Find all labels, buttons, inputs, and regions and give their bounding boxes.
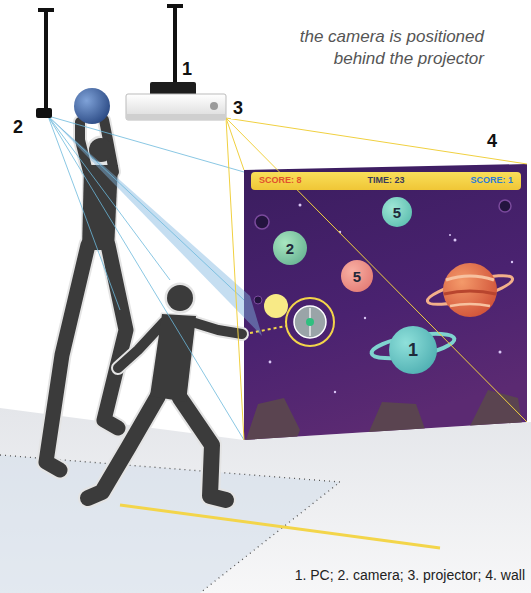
projector-ray: [226, 118, 244, 440]
leg: [104, 245, 126, 428]
rock: [246, 398, 300, 440]
target-center: [306, 318, 314, 326]
projector-rays: [226, 118, 527, 440]
camera-pole: [44, 10, 48, 110]
leg-outline: [180, 398, 226, 500]
score-bar: SCORE: 8 TIME: 23 SCORE: 1: [251, 172, 521, 190]
leg-outline: [46, 245, 88, 470]
caption: 1. PC; 2. camera; 3. projector; 4. wall: [295, 567, 525, 584]
score-text: SCORE: 8: [259, 176, 302, 186]
arm: [192, 322, 242, 334]
star: [269, 361, 272, 364]
rock: [368, 402, 426, 434]
projector-base: [126, 114, 226, 120]
leg: [46, 245, 88, 470]
star: [449, 234, 451, 236]
projector-pole: [173, 6, 177, 84]
callout-number: 3: [231, 99, 245, 119]
small-planet: [255, 215, 269, 229]
star: [334, 391, 336, 393]
torso: [150, 314, 196, 402]
ringed-planet: [443, 263, 497, 317]
player-left: [46, 88, 126, 470]
planet-target: 5: [382, 197, 412, 227]
small-planet: [499, 200, 511, 212]
projector: [126, 94, 226, 120]
camera-beam: [48, 116, 262, 336]
projector-ray: [226, 118, 527, 164]
leg-outline: [88, 396, 158, 498]
star: [299, 204, 302, 207]
target-ring: [286, 298, 334, 346]
light-ball: [264, 294, 288, 318]
star: [364, 317, 366, 319]
projector-lens: [210, 102, 218, 110]
rock: [470, 390, 522, 426]
planet-stripe: [450, 304, 490, 306]
camera-ray: [48, 116, 244, 440]
score-text: SCORE: 1: [470, 176, 513, 186]
camera-ray: [48, 116, 120, 310]
ball: [74, 88, 110, 124]
planet-number: 5: [393, 205, 401, 220]
camera: [36, 108, 52, 118]
timer-text: TIME: 23: [367, 176, 404, 186]
camera-ray: [48, 116, 244, 300]
note-text: the camera is positioned behind the proj…: [262, 26, 484, 70]
screen-scene: [246, 200, 522, 440]
small-planet: [254, 296, 262, 304]
projector-ray: [226, 118, 527, 422]
planet-stripe: [446, 276, 494, 280]
floor-line: [120, 505, 440, 548]
star: [499, 351, 502, 354]
planet-stripe: [444, 291, 496, 294]
planet-target: 2: [273, 231, 307, 265]
callout-number: 1: [180, 60, 194, 80]
wall-screen: [244, 164, 527, 440]
planet-number: 2: [286, 241, 294, 256]
target: [294, 306, 326, 338]
planet-target: 5: [341, 260, 373, 292]
star: [511, 261, 513, 263]
arm-outline: [192, 322, 242, 334]
player-right: [88, 284, 242, 500]
planet-target: 1: [389, 326, 437, 374]
star: [454, 239, 457, 242]
planet-number: 1: [408, 341, 418, 359]
leg: [88, 396, 158, 498]
leg: [180, 398, 226, 500]
head: [167, 285, 193, 311]
leg-outline: [104, 245, 126, 428]
head-outline: [166, 284, 194, 312]
callout-number: 2: [11, 118, 25, 138]
callout-number: 4: [485, 132, 499, 152]
camera-rays: [48, 116, 244, 440]
planet-ring: [425, 270, 515, 310]
camera-ray: [48, 116, 170, 280]
planet-number: 5: [353, 269, 361, 284]
